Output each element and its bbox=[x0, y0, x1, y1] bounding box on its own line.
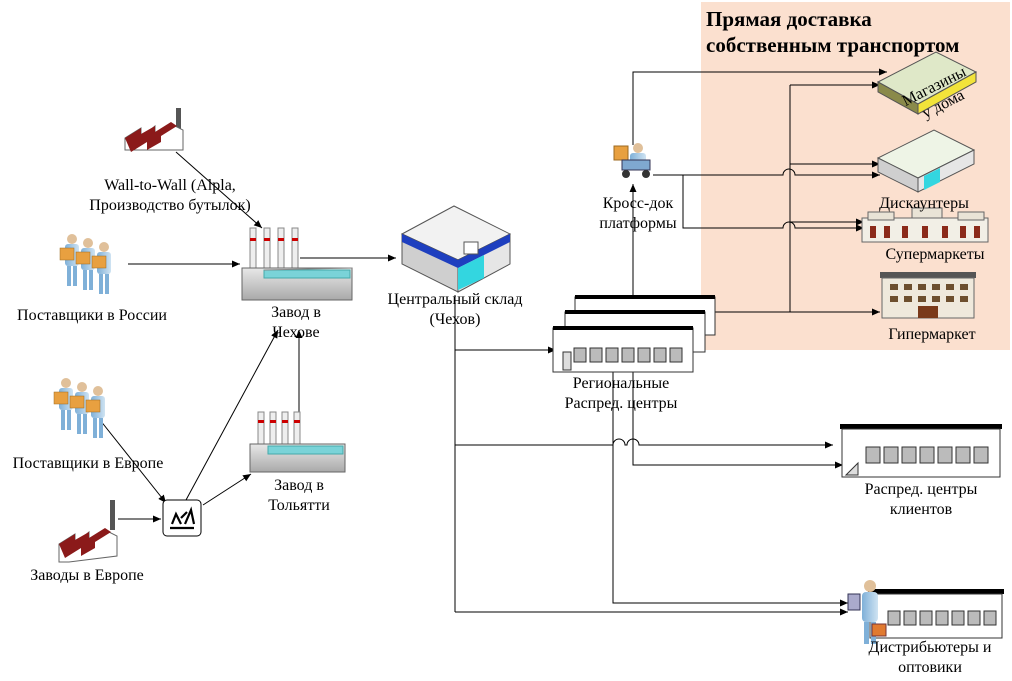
plant-togliatti-line1: Завод в bbox=[274, 477, 324, 494]
arrow-regional-to-clientdc bbox=[632, 372, 843, 469]
factory-plant-icon bbox=[241, 227, 353, 301]
zone-title-line2: собственным транспортом bbox=[706, 33, 960, 57]
arrow-crossdock-to-stores bbox=[632, 68, 887, 145]
plant-chekhov-line2: Чехове bbox=[272, 324, 320, 341]
arrow-crossdock-to-discounters bbox=[653, 168, 880, 179]
wtw-label-line2: Производство бутылок) bbox=[89, 197, 251, 214]
regional-dc-line1: Региональные bbox=[572, 375, 670, 392]
central-wh-line2: (Чехов) bbox=[429, 311, 481, 328]
distributors-line1: Дистрибьютеры и bbox=[868, 639, 992, 656]
forklift-worker-icon bbox=[613, 143, 651, 178]
factory-plant-icon bbox=[249, 411, 346, 473]
supplier-people-icon bbox=[59, 234, 112, 295]
discounters-label: Дискаунтеры bbox=[879, 195, 969, 212]
arrow-crossdock-to-supermarkets bbox=[682, 175, 864, 232]
distributors-label: Дистрибьютеры и оптовики bbox=[850, 638, 1010, 678]
regional-dc-line2: Распред. центры bbox=[564, 395, 678, 412]
arrow-regional-to-distributors bbox=[612, 372, 848, 607]
suppliers-europe-label: Поставщики в Европе bbox=[12, 455, 164, 472]
distribution-center-icon bbox=[840, 424, 1002, 478]
arrow-wtw-to-chekhov bbox=[175, 151, 263, 229]
plants-europe-label: Заводы в Европе bbox=[30, 567, 144, 584]
supermarket-icon bbox=[861, 207, 989, 243]
factory-icon bbox=[124, 108, 184, 152]
plant-togliatti-label: Завод в Тольятти bbox=[254, 476, 344, 516]
store-box-icon bbox=[876, 51, 978, 115]
crossdock-line2: платформы bbox=[599, 215, 677, 232]
suppliers-russia-label: Поставщики в России bbox=[17, 307, 167, 324]
distribution-center-icon bbox=[868, 589, 1004, 639]
line-regional-bus bbox=[705, 85, 791, 313]
zone-title-line1: Прямая доставка bbox=[706, 7, 872, 31]
regional-dc-label: Региональные Распред. центры bbox=[548, 374, 694, 414]
crossdock-label: Кросс-док платформы bbox=[588, 194, 688, 234]
client-dc-line1: Распред. центры bbox=[864, 481, 978, 498]
store-box-icon bbox=[876, 129, 976, 193]
distribution-center-icon bbox=[552, 295, 716, 373]
warehouse-box-icon bbox=[400, 205, 512, 293]
arrow-eu-suppliers-to-customs bbox=[99, 419, 167, 504]
client-dc-label: Распред. центры клиентов bbox=[846, 480, 996, 520]
distributors-line2: оптовики bbox=[898, 659, 962, 676]
connectors bbox=[99, 68, 887, 616]
client-dc-line2: клиентов bbox=[889, 501, 953, 518]
crossdock-line1: Кросс-док bbox=[602, 195, 674, 212]
plant-togliatti-line2: Тольятти bbox=[268, 497, 330, 514]
plant-chekhov-line1: Завод в bbox=[271, 304, 321, 321]
supplier-people-icon bbox=[53, 377, 106, 439]
customs-icon bbox=[162, 499, 202, 537]
wtw-label-line1: Wall-to-Wall (Alpla, bbox=[104, 177, 236, 194]
factory-icon bbox=[58, 500, 118, 563]
central-wh-line1: Центральный склад bbox=[387, 291, 523, 308]
hypermarket-label: Гипермаркет bbox=[888, 326, 976, 343]
central-wh-label: Центральный склад (Чехов) bbox=[372, 290, 538, 330]
arrow-central-to-clientdc bbox=[455, 438, 833, 449]
wtw-label: Wall-to-Wall (Alpla, Производство бутыло… bbox=[60, 176, 280, 216]
businessman-icon bbox=[847, 580, 887, 644]
arrow-customs-to-chekhov bbox=[185, 329, 279, 501]
hypermarket-building-icon bbox=[880, 272, 976, 319]
zone-title: Прямая доставка собственным транспортом bbox=[706, 6, 1006, 58]
arrow-customs-to-togliatti bbox=[202, 473, 252, 506]
plant-chekhov-label: Завод в Чехове bbox=[256, 303, 336, 343]
supermarkets-label: Супермаркеты bbox=[885, 246, 985, 263]
